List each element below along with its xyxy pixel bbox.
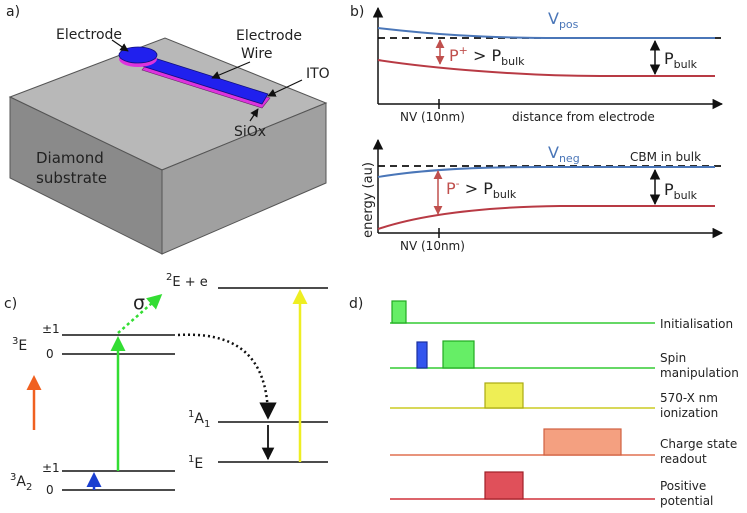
wire-label-line1: Electrode [236, 28, 302, 44]
y-axis-label: energy (au) [361, 162, 376, 238]
siox-pointer [249, 108, 259, 122]
singlet-e-label: 1E [188, 454, 203, 472]
bottom-p-rel-label: P- > Pbulk [446, 177, 517, 201]
row-label-spin-line1: Spin [660, 351, 686, 365]
panel-c: c) ±1 0 ±1 0 3E 3A2 2E + e 1A1 1E σ [4, 272, 328, 497]
row-label-potential-line1: Positive [660, 479, 706, 493]
pulse-spin-mw [416, 341, 428, 369]
wire-label-line2: Wire [241, 46, 273, 62]
row-label-initialisation: Initialisation [660, 317, 733, 331]
substrate-right-face [161, 102, 327, 255]
excited-0-label: 0 [46, 347, 54, 361]
pulse-potential [484, 471, 524, 500]
top-lower-curve [377, 59, 715, 77]
pulse-initialisation [391, 300, 407, 324]
top-x-axis-label: distance from electrode [512, 110, 655, 124]
electrode-label: Electrode [56, 27, 122, 43]
bottom-neg-curve [377, 166, 715, 178]
singlet-a1-label: 1A1 [188, 409, 210, 430]
excited-state-label: 3E [12, 336, 27, 354]
siox-label: SiOx [234, 124, 266, 140]
sigma-label: σ [133, 292, 145, 314]
bottom-v-label: Vneg [548, 143, 580, 165]
wire-pointer [211, 61, 251, 79]
row-label-charge-line1: Charge state [660, 437, 737, 451]
row-label-potential-line2: potential [660, 494, 713, 508]
row-label-ionization-line1: 570-X nm [660, 391, 718, 405]
ground-0-label: 0 [46, 483, 54, 497]
bottom-lower-curve [377, 205, 715, 230]
panel-a: a) Electrode Electrode Wire ITO SiOx Dia… [6, 4, 330, 255]
ito-label: ITO [306, 66, 330, 82]
pulse-charge-readout [543, 428, 622, 456]
ground-pm1-label: ±1 [42, 461, 60, 475]
row-label-charge-line2: readout [660, 452, 707, 466]
row-label-ionization-line2: ionization [660, 406, 718, 420]
panel-a-label: a) [6, 4, 20, 20]
panel-b: b) energy (au) NV (10nm) distance from e… [350, 4, 724, 253]
bottom-p-bulk-label: Pbulk [664, 180, 698, 202]
top-p-bulk-label: Pbulk [664, 49, 698, 71]
panel-d: d) Initialisation Spin manipulation 570-… [349, 296, 739, 508]
cbm-label: CBM in bulk [630, 150, 701, 164]
panel-d-label: d) [349, 296, 363, 312]
electrode-pointer [111, 39, 129, 52]
excited-pm1-label: ±1 [42, 322, 60, 336]
panel-c-label: c) [4, 296, 17, 312]
pulse-ionization [484, 382, 524, 409]
substrate-label-line1: Diamond [36, 149, 104, 167]
ito-pointer [267, 79, 303, 97]
panel-b-label: b) [350, 4, 364, 20]
substrate-label-line2: substrate [36, 169, 107, 187]
top-pos-curve [377, 27, 715, 39]
isc-dotted-arrow [177, 333, 277, 420]
pulse-spin-readout [442, 340, 475, 369]
row-label-spin-line2: manipulation [660, 366, 739, 380]
bottom-x-tick-label: NV (10nm) [400, 239, 465, 253]
ground-state-label: 3A2 [10, 472, 32, 493]
top-x-tick-label: NV (10nm) [400, 110, 465, 124]
top-p-rel-label: P+ > Pbulk [449, 44, 525, 68]
ionized-state-label: 2E + e [166, 272, 208, 290]
top-v-label: Vpos [548, 9, 579, 31]
